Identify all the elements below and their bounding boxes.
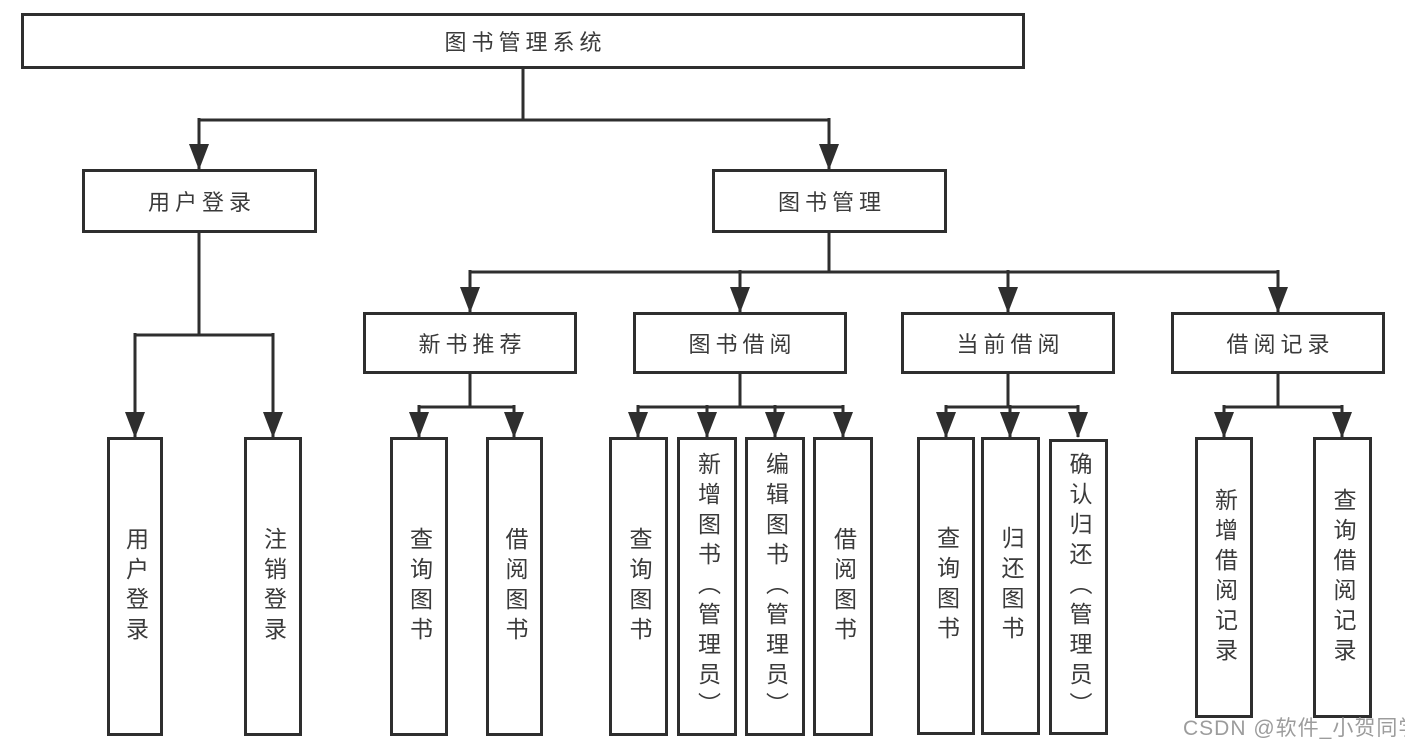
node-nbr-borrow-books-label: 借阅图书 — [502, 526, 528, 647]
node-new-book-recommend: 新书推荐 — [363, 312, 577, 374]
node-borrowing-records: 借阅记录 — [1171, 312, 1385, 374]
node-borrowing-records-label: 借阅记录 — [1226, 332, 1335, 357]
node-user-login-branch-label: 用户登录 — [147, 190, 256, 215]
node-library-system: 图书管理系统 — [21, 13, 1025, 69]
node-bb-add-books: 新增图书（管理员） — [677, 437, 737, 736]
node-bb-query-books: 查询图书 — [609, 437, 668, 736]
node-cb-return-books-label: 归还图书 — [998, 526, 1024, 646]
node-nbr-query-books-label: 查询图书 — [406, 526, 433, 647]
node-cb-query-books-label: 查询图书 — [933, 526, 960, 646]
node-library-system-label: 图书管理系统 — [444, 30, 607, 55]
node-nbr-query-books: 查询图书 — [390, 437, 448, 736]
node-bb-edit-books: 编辑图书（管理员） — [745, 437, 805, 736]
node-bb-add-books-label: 新增图书（管理员） — [694, 451, 721, 722]
watermark: CSDN @软件_小贺同学 — [1183, 717, 1405, 740]
node-cb-confirm-return-label: 确认归还（管理员） — [1066, 452, 1092, 722]
node-user-login-branch: 用户登录 — [82, 169, 317, 233]
node-bb-borrow-books: 借阅图书 — [813, 437, 873, 736]
node-new-book-recommend-label: 新书推荐 — [418, 332, 527, 357]
node-nbr-borrow-books: 借阅图书 — [486, 437, 543, 736]
node-current-borrowing: 当前借阅 — [901, 312, 1115, 374]
node-book-borrowing-label: 图书借阅 — [688, 332, 797, 357]
node-book-management: 图书管理 — [712, 169, 947, 233]
node-br-add-record-label: 新增借阅记录 — [1211, 487, 1238, 668]
node-cb-confirm-return: 确认归还（管理员） — [1049, 439, 1108, 735]
node-book-management-label: 图书管理 — [777, 190, 886, 215]
node-leaf-user-login: 用户登录 — [107, 437, 163, 736]
node-leaf-user-login-label: 用户登录 — [122, 526, 149, 647]
node-br-query-record-label: 查询借阅记录 — [1330, 487, 1356, 668]
node-current-borrowing-label: 当前借阅 — [956, 332, 1065, 357]
node-bb-borrow-books-label: 借阅图书 — [830, 526, 857, 647]
node-bb-edit-books-label: 编辑图书（管理员） — [762, 451, 789, 722]
node-leaf-logout-label: 注销登录 — [260, 526, 287, 647]
node-leaf-logout: 注销登录 — [244, 437, 302, 736]
node-bb-query-books-label: 查询图书 — [626, 526, 652, 647]
node-br-query-record: 查询借阅记录 — [1313, 437, 1372, 718]
node-cb-query-books: 查询图书 — [917, 437, 975, 735]
node-br-add-record: 新增借阅记录 — [1195, 437, 1253, 718]
node-book-borrowing: 图书借阅 — [633, 312, 847, 374]
node-cb-return-books: 归还图书 — [981, 437, 1040, 735]
